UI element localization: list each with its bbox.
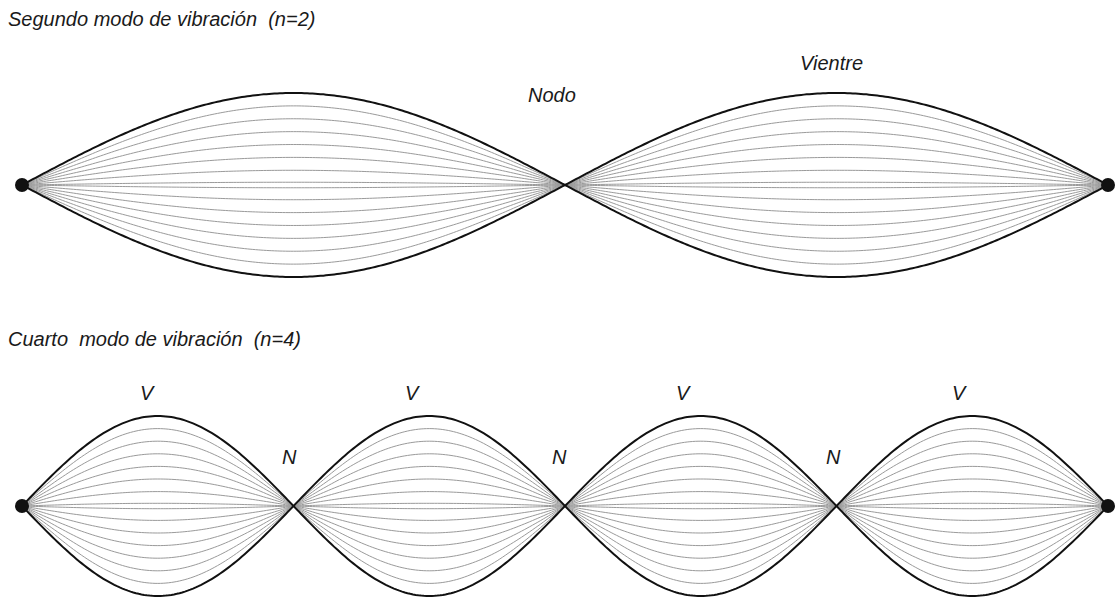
antinode-label: V [405,382,418,405]
wave-mode [15,93,1115,277]
mode-heading: Cuarto modo de vibración (n=4) [8,328,301,351]
envelope-curve [22,93,1108,277]
fixed-end [15,499,29,513]
fixed-end [1101,178,1115,192]
antinode-label: V [676,382,689,405]
fixed-end [15,178,29,192]
node-label: N [826,446,840,469]
node-label: N [552,446,566,469]
fixed-end [1101,499,1115,513]
antinode-label: V [140,382,153,405]
mode-heading: Segundo modo de vibración (n=2) [8,8,315,31]
envelope-curve [22,93,1108,277]
envelope-curve [22,416,1108,596]
antinode-label: V [952,382,965,405]
node-label: Nodo [528,84,576,107]
antinode-label: Vientre [800,52,863,75]
node-label: N [282,446,296,469]
envelope-curve [22,416,1108,596]
wave-mode [15,416,1115,596]
